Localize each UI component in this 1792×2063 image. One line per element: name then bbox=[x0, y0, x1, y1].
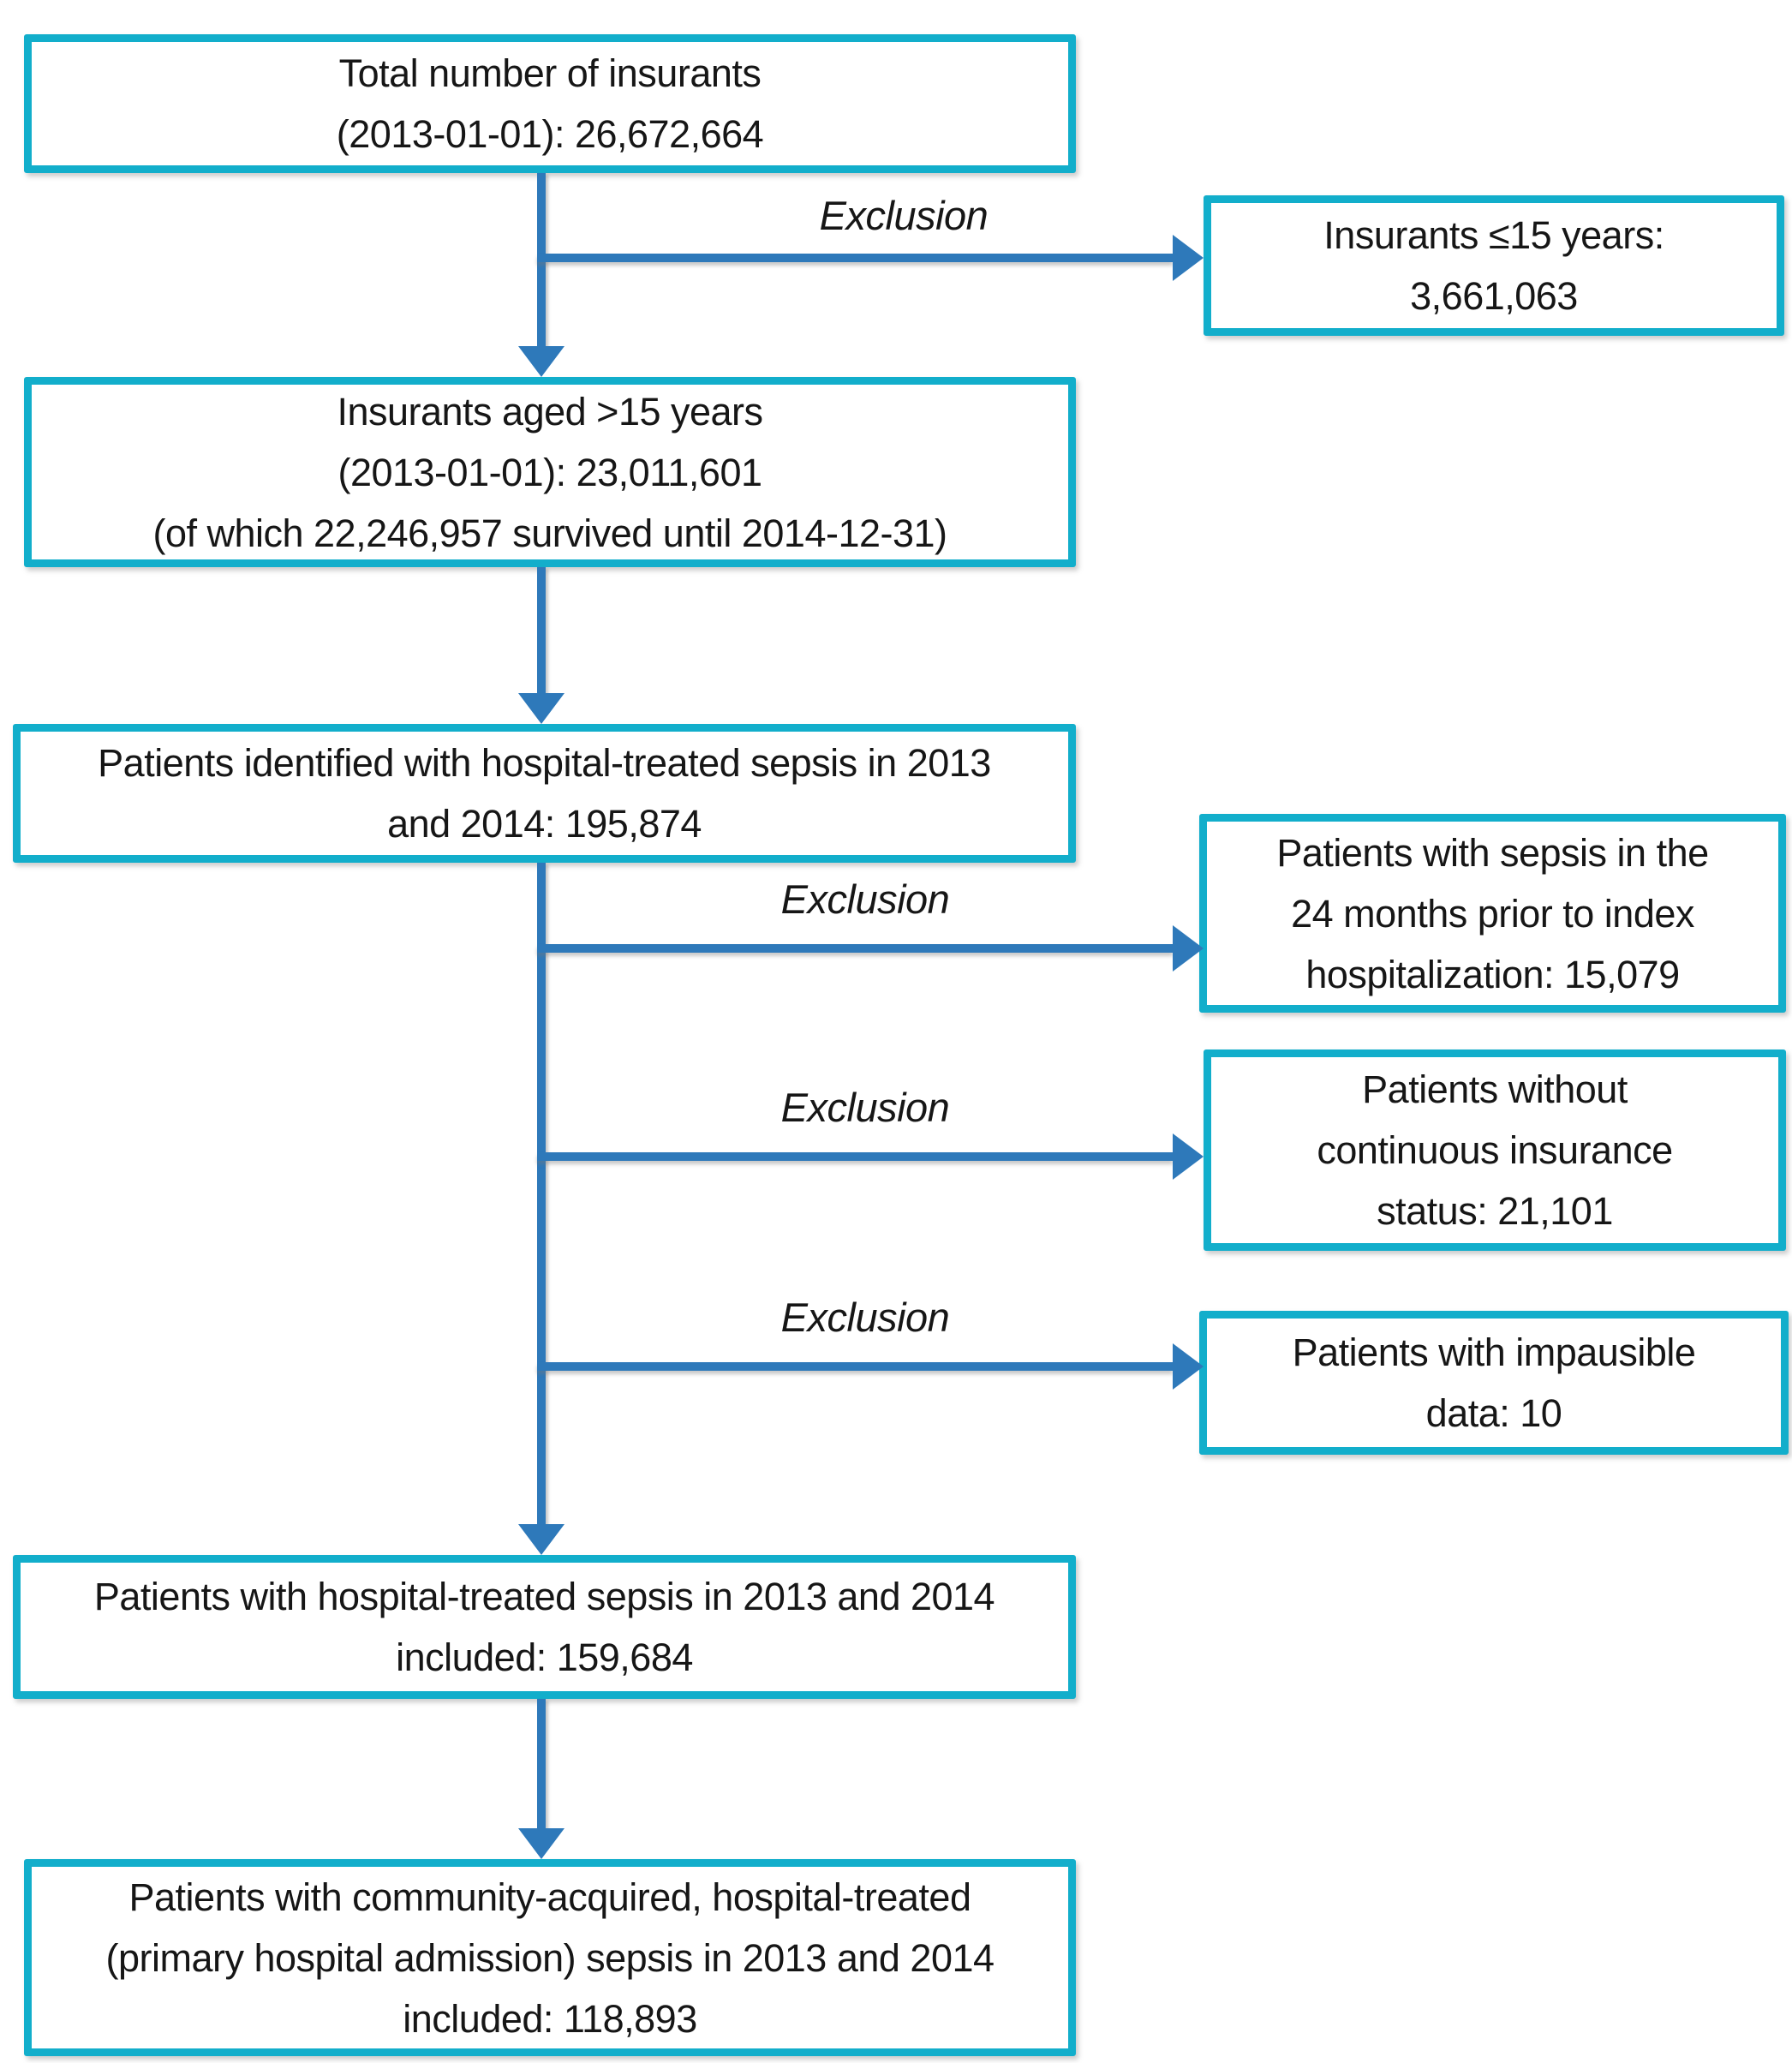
box-line: hospitalization: 15,079 bbox=[1305, 952, 1680, 996]
box-line: (primary hospital admission) sepsis in 2… bbox=[105, 1935, 995, 1980]
branch-arrow-3 bbox=[537, 1152, 1173, 1161]
box-line: Patients identified with hospital-treate… bbox=[98, 741, 991, 785]
flow-box-community-acquired-sepsis: Patients with community-acquired, hospit… bbox=[24, 1859, 1076, 2056]
box-line: (2013-01-01): 26,672,664 bbox=[336, 112, 764, 156]
box-line: Patients with sepsis in the bbox=[1276, 830, 1709, 875]
flow-box-included-sepsis: Patients with hospital-treated sepsis in… bbox=[13, 1555, 1076, 1699]
flow-box-total-insurants: Total number of insurants (2013-01-01): … bbox=[24, 34, 1076, 173]
arrowhead-down-2-icon bbox=[518, 693, 564, 724]
box-line: data: 10 bbox=[1425, 1391, 1562, 1435]
box-line: (2013-01-01): 23,011,601 bbox=[337, 450, 762, 494]
flow-box-identified-sepsis: Patients identified with hospital-treate… bbox=[13, 724, 1076, 863]
box-line: status: 21,101 bbox=[1377, 1189, 1613, 1233]
box-line: 3,661,063 bbox=[1410, 274, 1578, 318]
flow-box-no-continuous-insurance: Patients without continuous insurance st… bbox=[1204, 1049, 1786, 1251]
arrowhead-right-3-icon bbox=[1173, 1133, 1204, 1180]
box-line: continuous insurance bbox=[1317, 1128, 1673, 1172]
branch-arrow-2 bbox=[537, 944, 1173, 953]
flow-box-prior-sepsis: Patients with sepsis in the 24 months pr… bbox=[1199, 814, 1786, 1013]
exclusion-label-1: Exclusion bbox=[819, 193, 989, 238]
box-line: (of which 22,246,957 survived until 2014… bbox=[152, 511, 947, 555]
arrowhead-down-3-icon bbox=[518, 1524, 564, 1555]
flow-box-implausible-data: Patients with impausible data: 10 bbox=[1199, 1311, 1789, 1455]
arrowhead-right-1-icon bbox=[1173, 235, 1204, 281]
arrowhead-down-4-icon bbox=[518, 1828, 564, 1859]
box-line: and 2014: 195,874 bbox=[387, 802, 702, 846]
box-line: Patients without bbox=[1362, 1067, 1628, 1111]
arrowhead-down-1-icon bbox=[518, 346, 564, 377]
exclusion-label-4: Exclusion bbox=[780, 1295, 950, 1340]
box-line: included: 118,893 bbox=[403, 1996, 697, 2041]
box-line: Patients with impausible bbox=[1292, 1330, 1696, 1374]
branch-arrow-4 bbox=[537, 1362, 1173, 1371]
box-line: Insurants ≤15 years: bbox=[1323, 213, 1664, 257]
exclusion-label-3: Exclusion bbox=[780, 1085, 950, 1130]
flow-box-insurants-under-15: Insurants ≤15 years: 3,661,063 bbox=[1204, 195, 1784, 336]
arrowhead-right-4-icon bbox=[1173, 1343, 1204, 1390]
flow-box-insurants-over-15: Insurants aged >15 years (2013-01-01): 2… bbox=[24, 377, 1076, 567]
box-line: 24 months prior to index bbox=[1291, 891, 1694, 936]
arrow-down-4 bbox=[537, 1699, 546, 1830]
exclusion-label-2: Exclusion bbox=[780, 876, 950, 922]
box-line: Patients with community-acquired, hospit… bbox=[128, 1875, 971, 1919]
arrowhead-right-2-icon bbox=[1173, 925, 1204, 972]
branch-arrow-1 bbox=[537, 254, 1173, 262]
arrow-down-2 bbox=[537, 567, 546, 694]
box-line: Insurants aged >15 years bbox=[337, 389, 763, 434]
box-line: Total number of insurants bbox=[338, 51, 762, 95]
box-line: included: 159,684 bbox=[396, 1635, 693, 1679]
arrow-down-3 bbox=[537, 863, 546, 1527]
box-line: Patients with hospital-treated sepsis in… bbox=[93, 1575, 995, 1618]
